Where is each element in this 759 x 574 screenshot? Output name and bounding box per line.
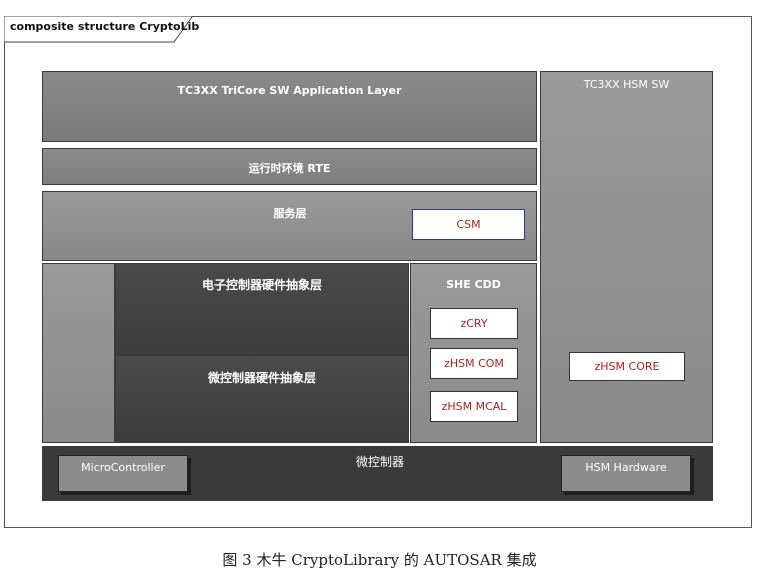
hsm-sw-layer xyxy=(540,71,713,443)
zhsm-com-module: zHSM COM xyxy=(430,348,518,379)
frame-title-tab xyxy=(4,16,193,43)
ecu-abstraction-layer xyxy=(115,263,409,355)
complex-driver-column xyxy=(42,263,115,443)
zcry-module: zCRY xyxy=(430,308,518,339)
service-layer-label: 服务层 xyxy=(273,207,307,220)
microcontroller-layer-label: 微控制器 xyxy=(355,455,404,469)
hsm-sw-label: TC3XX HSM SW xyxy=(583,78,670,91)
ecu-abstraction-label: 电子控制器硬件抽象层 xyxy=(201,278,322,292)
hsm-hardware-block: HSM Hardware xyxy=(561,455,691,492)
figure-caption: 图 3 木牛 CryptoLibrary 的 AUTOSAR 集成 xyxy=(222,551,537,569)
mcu-abstraction-label: 微控制器硬件抽象层 xyxy=(207,371,316,385)
mcu-abstraction-layer xyxy=(115,355,409,443)
application-layer xyxy=(42,71,537,142)
application-layer-label: TC3XX TriCore SW Application Layer xyxy=(177,84,402,97)
rte-layer xyxy=(42,148,537,185)
zhsm-mcal-module: zHSM MCAL xyxy=(430,391,518,422)
frame-title: composite structure CryptoLib xyxy=(10,20,200,33)
microcontroller-block: MicroController xyxy=(58,455,188,492)
she-cdd-label: SHE CDD xyxy=(446,278,501,291)
rte-layer-label: 运行时环境 RTE xyxy=(248,162,331,175)
zhsm-core-module: zHSM CORE xyxy=(569,352,685,381)
csm-module: CSM xyxy=(412,209,525,240)
